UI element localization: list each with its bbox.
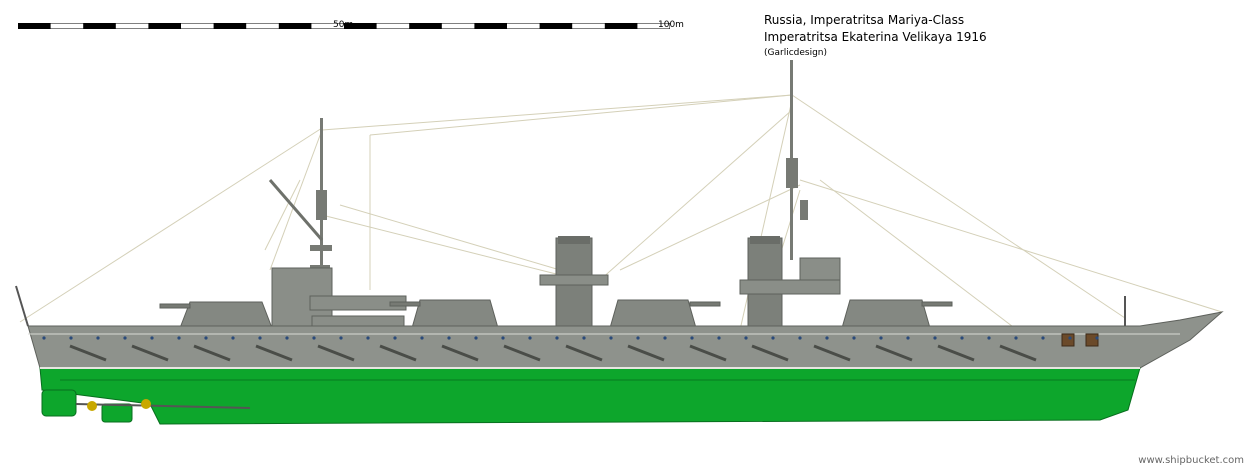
casemate-gun (627, 344, 665, 362)
porthole (798, 336, 802, 340)
porthole (501, 336, 505, 340)
porthole (177, 336, 181, 340)
porthole (285, 336, 289, 340)
porthole (1014, 336, 1018, 340)
porthole (420, 336, 424, 340)
scale-segment (278, 23, 312, 29)
porthole (1041, 336, 1045, 340)
mainmast (786, 60, 808, 260)
porthole (987, 336, 991, 340)
porthole (906, 336, 910, 340)
portholes (42, 336, 1099, 340)
porthole (1068, 336, 1072, 340)
title-line-2: Imperatritsa Ekaterina Velikaya 1916 (764, 30, 987, 44)
shipbucket-watermark: www.shipbucket.com (1138, 455, 1244, 466)
casemate-gun (999, 344, 1037, 362)
designer-credit: (Garlicdesign) (764, 48, 828, 58)
casemate-gun (441, 344, 479, 362)
porthole (447, 336, 451, 340)
casemate-gun (255, 344, 293, 362)
porthole (609, 336, 613, 340)
casemate-gun (193, 344, 231, 362)
casemate-guns (69, 344, 1037, 362)
aft-funnel (739, 236, 841, 329)
porthole (339, 336, 343, 340)
porthole (96, 336, 100, 340)
scale-segment (18, 23, 51, 29)
casemate-gun (317, 344, 355, 362)
porthole (231, 336, 235, 340)
porthole (69, 336, 73, 340)
hull-lower (39, 367, 1141, 425)
casemate-gun (503, 344, 541, 362)
scale-segment (213, 23, 247, 29)
porthole (663, 336, 667, 340)
title-line-1: Russia, Imperatritsa Mariya-Class (764, 13, 965, 27)
scale-label-100m: 100m (658, 20, 684, 30)
casemate-gun (379, 344, 417, 362)
casemate-gun (875, 344, 913, 362)
forward-funnel (539, 236, 609, 329)
porthole (717, 336, 721, 340)
porthole (933, 336, 937, 340)
propellers-and-rudders (41, 389, 251, 423)
porthole (474, 336, 478, 340)
porthole (1095, 336, 1099, 340)
scale-segment (148, 23, 181, 29)
scale-segment (409, 23, 442, 29)
porthole (393, 336, 397, 340)
porthole (582, 336, 586, 340)
title-block: Russia, Imperatritsa Mariya-Class Impera… (764, 12, 987, 59)
scale-segment (604, 23, 638, 29)
scale-segment (83, 23, 116, 29)
casemate-gun (565, 344, 603, 362)
porthole (879, 336, 883, 340)
porthole (258, 336, 262, 340)
porthole (825, 336, 829, 340)
porthole (204, 336, 208, 340)
scale-segment (539, 23, 573, 29)
porthole (690, 336, 694, 340)
porthole (555, 336, 559, 340)
porthole (636, 336, 640, 340)
porthole (150, 336, 154, 340)
main-turrets (159, 299, 953, 329)
stern-staff (15, 285, 29, 327)
porthole (528, 336, 532, 340)
porthole (960, 336, 964, 340)
casemate-gun (689, 344, 727, 362)
casemate-gun (69, 344, 107, 362)
scale-segment (474, 23, 507, 29)
forward-superstructure (271, 267, 407, 329)
scale-label-50m: 50m (333, 20, 354, 30)
porthole (123, 336, 127, 340)
porthole (42, 336, 46, 340)
porthole (312, 336, 316, 340)
porthole (852, 336, 856, 340)
porthole (771, 336, 775, 340)
casemate-gun (937, 344, 975, 362)
casemate-gun (751, 344, 789, 362)
casemate-gun (813, 344, 851, 362)
scale-segment (344, 23, 377, 29)
porthole (744, 336, 748, 340)
casemate-gun (131, 344, 169, 362)
porthole (366, 336, 370, 340)
